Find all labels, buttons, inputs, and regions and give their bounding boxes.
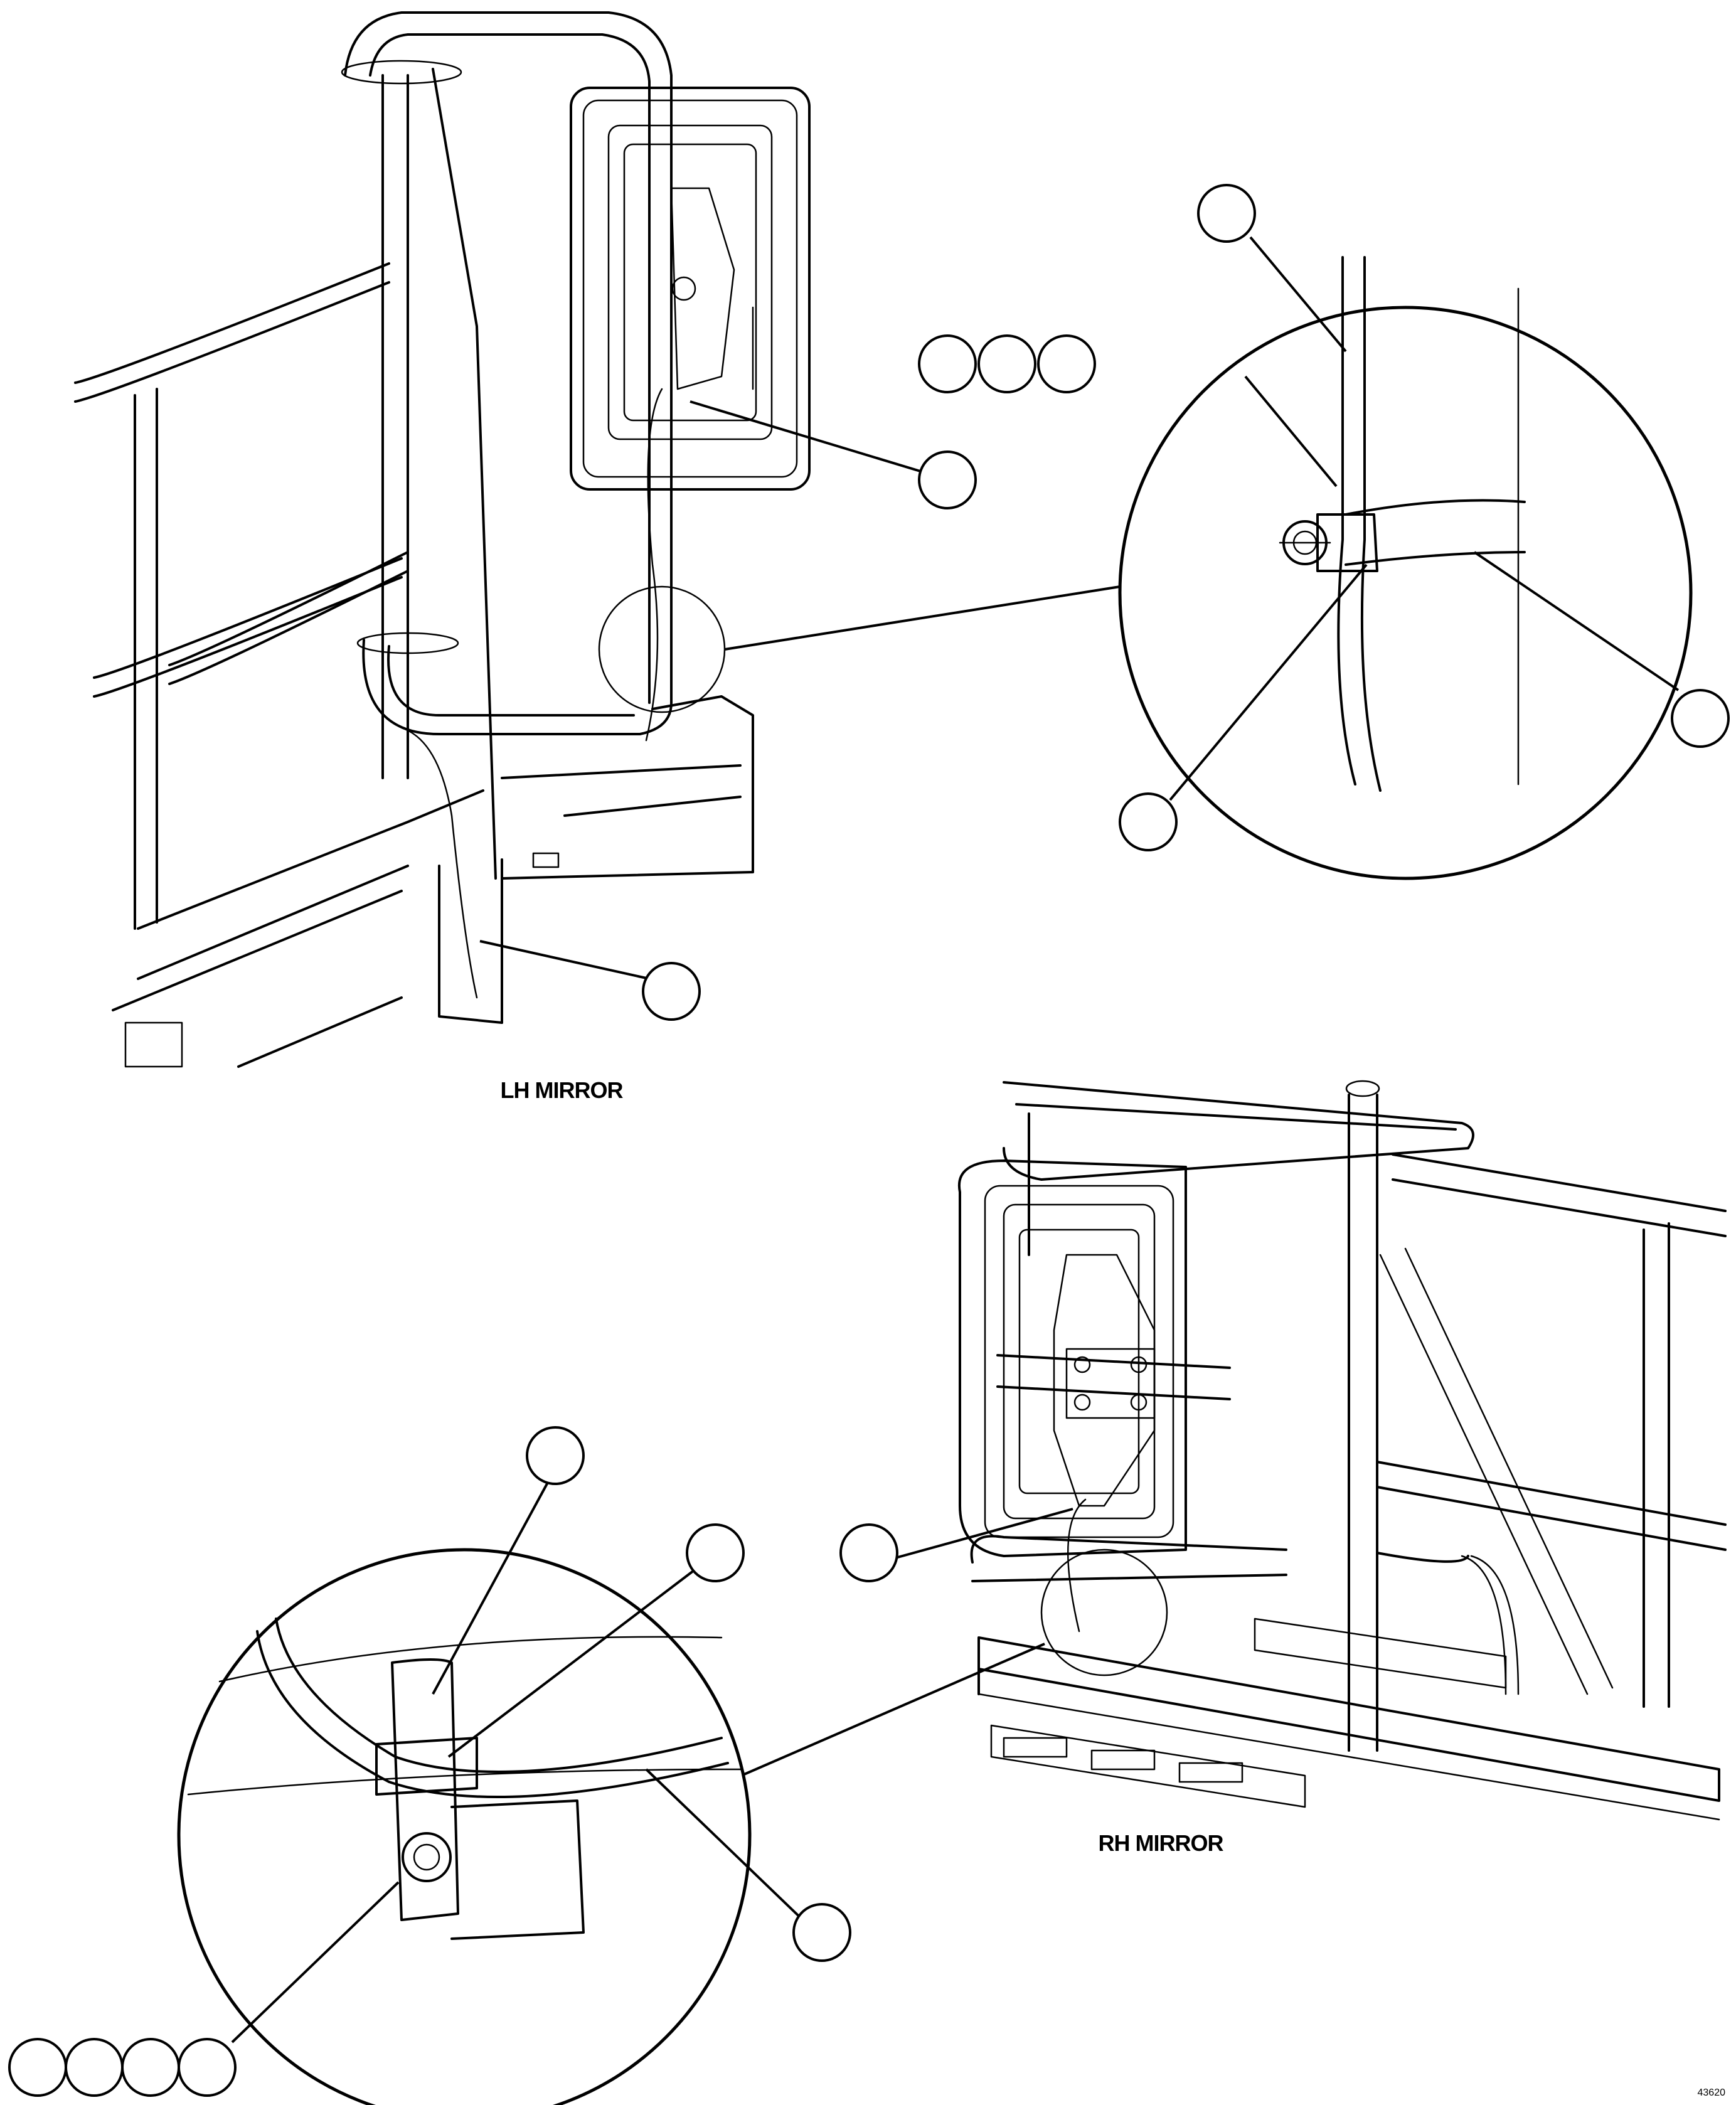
rh-mirror-view: RH MIRROR: [8, 1080, 1727, 2105]
callout-lh-detail-a: [918, 334, 977, 393]
callout-rh-nut-c: [121, 2038, 180, 2097]
lh-mirror-caption: LH MIRROR: [501, 1077, 624, 1103]
callout-lh-detail-c: [1037, 334, 1096, 393]
figure-number: 43620: [1698, 2087, 1726, 2098]
callout-rh-detail-top: [526, 1426, 585, 1485]
lh-detail-enlargement: [1118, 236, 1693, 880]
callout-lh-detail-b: [977, 334, 1036, 393]
callout-rh-nut-b: [65, 2038, 124, 2097]
lh-mirror-view: LH MIRROR: [74, 11, 1730, 1103]
callout-rh-mirror-pivot: [839, 1523, 898, 1582]
callout-rh-nut-d: [178, 2038, 237, 2097]
callout-lh-detail-top: [1197, 184, 1256, 243]
rh-detail-marker: [1040, 1548, 1168, 1676]
callout-rh-detail-mid: [686, 1523, 745, 1582]
callout-lh-detail-bottom: [1119, 792, 1178, 851]
rh-detail-enlargement: [177, 1474, 811, 2105]
callout-lh-mirror-pivot: [918, 450, 977, 509]
lh-detail-marker: [598, 585, 726, 713]
callout-rh-detail-right: [792, 1903, 851, 1962]
callout-rh-nut-a: [8, 2038, 67, 2097]
callout-lh-detail-right: [1671, 689, 1730, 748]
callout-lh-lower-bracket: [642, 962, 701, 1021]
rh-mirror-caption: RH MIRROR: [1099, 1830, 1224, 1856]
